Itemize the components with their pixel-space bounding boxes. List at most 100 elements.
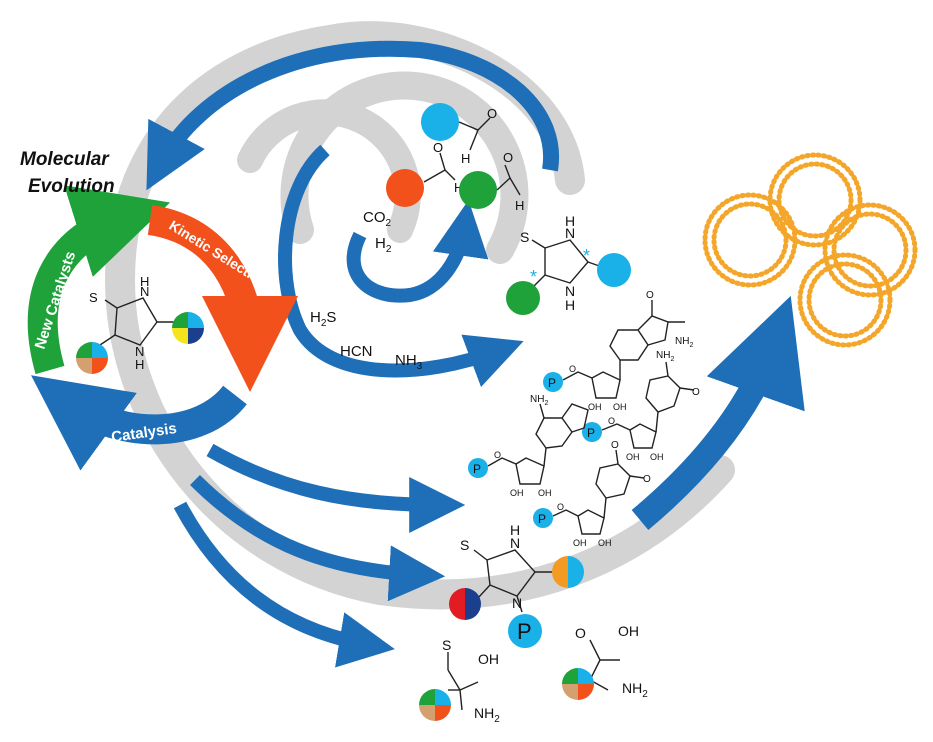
phosphate-disk (508, 614, 542, 648)
vesicle-3 (822, 202, 918, 298)
svg-text:OH: OH (588, 402, 602, 412)
svg-text:O: O (692, 387, 700, 398)
svg-text:H: H (515, 198, 524, 213)
svg-text:O: O (503, 150, 513, 165)
svg-text:H: H (454, 180, 463, 195)
vesicle-3-inner (831, 211, 909, 289)
svg-text:O: O (646, 290, 654, 301)
green-aldehyde-disk (459, 171, 497, 209)
svg-text:NH2: NH2 (656, 350, 674, 363)
cyan-aldehyde-disk (421, 103, 459, 141)
svg-text:O: O (433, 140, 443, 155)
vesicle-2-inner (776, 161, 854, 239)
cyan-substituent-disk (597, 253, 631, 287)
svg-text:OH: OH (573, 538, 587, 548)
svg-text:N: N (135, 344, 144, 359)
blue-arrows (146, 40, 805, 668)
nucleotide-u: P O O OH OH O (533, 440, 651, 548)
svg-text:OH: OH (650, 452, 664, 462)
svg-text:OH: OH (626, 452, 640, 462)
svg-text:S: S (460, 537, 469, 553)
svg-text:N: N (565, 283, 575, 299)
svg-text:HCN: HCN (340, 343, 373, 360)
svg-text:H2S: H2S (310, 309, 336, 329)
catalyst-molecule-upper: S N H N H * * (506, 213, 631, 315)
svg-text:OH: OH (538, 488, 552, 498)
fan-arrow-lower (173, 501, 395, 668)
svg-text:NH2: NH2 (675, 336, 693, 349)
new-catalysts-arrow (27, 185, 171, 375)
amino-acid: O OH NH2 (562, 623, 648, 700)
svg-text:O: O (575, 625, 586, 641)
vesicle-4 (797, 252, 893, 348)
thio-amino-acid: S OH NH2 (419, 637, 500, 725)
inner-spiral-arrow (346, 200, 489, 303)
nucleotide-a: P NH2 OH OH O (468, 394, 589, 498)
pie-disk-left (76, 342, 108, 374)
aldehyde-molecules: O H O H O H (386, 103, 524, 213)
svg-text:O: O (608, 416, 615, 426)
split-disk-orange-blue (552, 556, 584, 588)
svg-text:H2: H2 (375, 235, 392, 255)
svg-text:P: P (587, 426, 595, 440)
svg-text:H: H (565, 297, 575, 313)
svg-text:N: N (512, 595, 522, 611)
svg-text:O: O (611, 440, 619, 451)
kinetic-selection-arrow (147, 205, 298, 392)
svg-text:O: O (557, 502, 564, 512)
svg-text:H: H (565, 213, 575, 229)
feedstock-labels: CO2 H2 H2S HCN NH3 (310, 209, 423, 372)
pie-disk-right (172, 312, 204, 344)
outer-spiral-arrow (146, 40, 560, 191)
svg-text:N: N (565, 225, 575, 241)
svg-text:OH: OH (510, 488, 524, 498)
svg-text:O: O (569, 364, 576, 374)
svg-text:H: H (510, 522, 520, 538)
nucleotide-c: P NH2 O OH OH O (582, 350, 700, 462)
vesicle-4-inner (806, 261, 884, 339)
vesicle-arrow (631, 295, 805, 530)
svg-text:P: P (473, 462, 481, 476)
red-aldehyde-disk (386, 169, 424, 207)
svg-text:NH2: NH2 (530, 394, 548, 407)
svg-text:OH: OH (598, 538, 612, 548)
svg-text:NH2: NH2 (474, 705, 500, 725)
nucleotide-g: P O NH2 OH OH O (543, 290, 693, 412)
svg-text:P: P (517, 619, 532, 644)
svg-text:*: * (530, 267, 537, 287)
title-line1: Molecular (20, 149, 110, 170)
svg-text:S: S (520, 229, 529, 245)
svg-text:P: P (548, 376, 556, 390)
nucleotides: P O NH2 OH OH O P NH2 O OH (468, 290, 700, 548)
svg-text:S: S (442, 637, 451, 653)
fan-arrow-upper (206, 443, 466, 533)
svg-text:NH2: NH2 (622, 680, 648, 700)
svg-text:O: O (494, 450, 501, 460)
svg-text:H: H (140, 274, 149, 289)
svg-text:P: P (538, 512, 546, 526)
svg-text:OH: OH (613, 402, 627, 412)
svg-text:N: N (140, 284, 149, 299)
svg-text:S: S (89, 290, 98, 305)
svg-text:OH: OH (618, 623, 639, 639)
catalysis-arrow (31, 375, 247, 471)
green-substituent-disk (506, 281, 540, 315)
fan-arrow-middle (190, 475, 446, 602)
vesicle-1-inner (711, 201, 789, 279)
svg-text:O: O (643, 474, 651, 485)
vesicles (702, 152, 918, 348)
catalyst-molecule-lower: S N H N P (449, 522, 584, 648)
svg-text:H: H (461, 151, 470, 166)
cycle-catalyst-molecule: S N H N H (76, 274, 204, 374)
svg-text:OH: OH (478, 651, 499, 667)
svg-text:O: O (487, 106, 497, 121)
svg-text:*: * (583, 246, 590, 266)
middle-spiral-arrow (278, 144, 524, 388)
pie-disk-amino (562, 668, 594, 700)
svg-text:NH3: NH3 (395, 352, 423, 372)
pie-disk-thio (419, 689, 451, 721)
svg-text:CO2: CO2 (363, 209, 392, 229)
vesicle-2 (767, 152, 863, 248)
title-line2: Evolution (28, 176, 115, 197)
